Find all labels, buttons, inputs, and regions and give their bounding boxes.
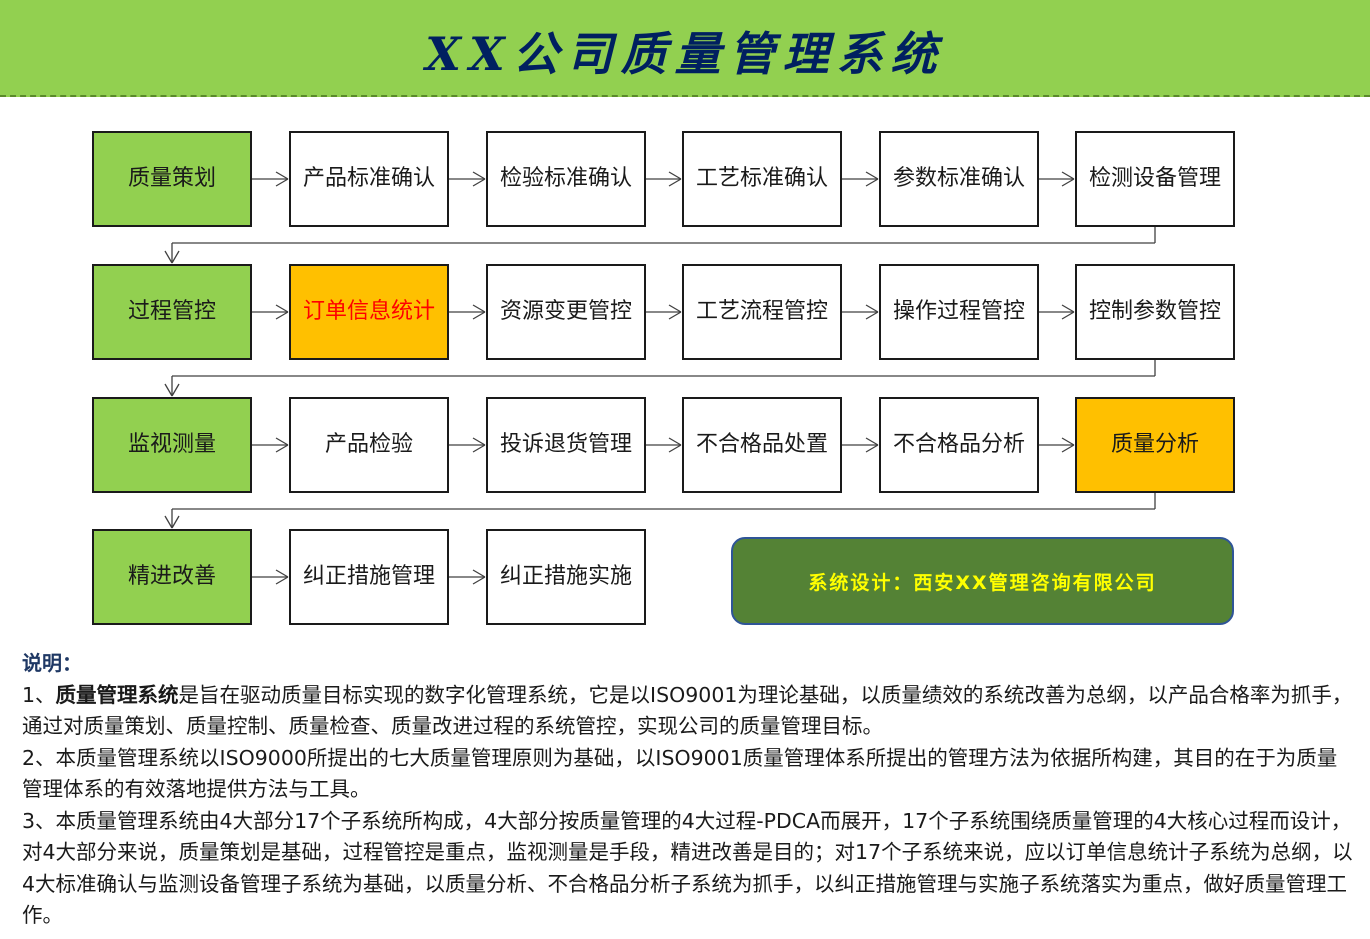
flow-arrow-head bbox=[668, 437, 682, 446]
header-bar: XX公司质量管理系统 bbox=[0, 0, 1370, 97]
flow-arrow-head bbox=[668, 304, 682, 313]
category-box: 质量策划 bbox=[92, 131, 252, 227]
note-3: 3、本质量管理系统由4大部分17个子系统所构成，4大部分按质量管理的4大过程-P… bbox=[22, 808, 1353, 928]
subsystem-box: 参数标准确认 bbox=[879, 131, 1039, 227]
subsystem-box: 操作过程管控 bbox=[879, 264, 1039, 360]
flow-arrow-head bbox=[275, 304, 289, 313]
subsystem-box: 检验标准确认 bbox=[486, 131, 646, 227]
flow-arrow-head bbox=[472, 171, 486, 180]
flow-arrow-head bbox=[275, 569, 289, 578]
subsystem-box: 不合格品分析 bbox=[879, 397, 1039, 493]
flow-arrow-head bbox=[275, 576, 289, 585]
note-1-prefix: 1、 bbox=[22, 682, 56, 707]
flow-arrow-head bbox=[865, 444, 879, 453]
row-connector-arrow-head bbox=[171, 383, 180, 397]
subsystem-box: 产品检验 bbox=[289, 397, 449, 493]
flow-arrow-head bbox=[1061, 171, 1075, 180]
category-box: 监视测量 bbox=[92, 397, 252, 493]
flow-arrow-head bbox=[472, 304, 486, 313]
subsystem-box: 纠正措施实施 bbox=[486, 529, 646, 625]
row-connector-arrow-head bbox=[164, 250, 173, 264]
flow-arrow-head bbox=[472, 437, 486, 446]
connector-layer bbox=[164, 171, 1156, 585]
row-connector-arrow-head bbox=[164, 383, 173, 397]
flow-arrow-head bbox=[1061, 304, 1075, 313]
page-title: XX公司质量管理系统 bbox=[425, 27, 945, 81]
note-1-bold: 质量管理系统 bbox=[55, 682, 179, 707]
subsystem-box: 资源变更管控 bbox=[486, 264, 646, 360]
flow-arrow-head bbox=[275, 311, 289, 320]
subsystem-box: 产品标准确认 bbox=[289, 131, 449, 227]
category-box: 过程管控 bbox=[92, 264, 252, 360]
flow-arrow-head bbox=[668, 171, 682, 180]
flow-arrow-head bbox=[668, 444, 682, 453]
subsystem-box: 工艺标准确认 bbox=[682, 131, 842, 227]
subsystem-box: 订单信息统计 bbox=[289, 264, 449, 360]
subsystem-box: 控制参数管控 bbox=[1075, 264, 1235, 360]
flow-arrow-head bbox=[275, 178, 289, 187]
flow-arrow-head bbox=[472, 311, 486, 320]
note-1: 1、质量管理系统是旨在驱动质量目标实现的数字化管理系统，它是以ISO9001为理… bbox=[22, 680, 1357, 743]
designer-banner: 系统设计：西安XX管理咨询有限公司 bbox=[731, 537, 1234, 625]
flow-arrow-head bbox=[275, 171, 289, 180]
flow-arrow-head bbox=[668, 178, 682, 187]
notes-section: 说明： 1、质量管理系统是旨在驱动质量目标实现的数字化管理系统，它是以ISO90… bbox=[22, 648, 1357, 932]
notes-title: 说明： bbox=[22, 651, 82, 675]
flow-arrow-head bbox=[668, 311, 682, 320]
flow-arrow-head bbox=[1061, 444, 1075, 453]
subsystem-box: 工艺流程管控 bbox=[682, 264, 842, 360]
note-1-rest: 是旨在驱动质量目标实现的数字化管理系统，它是以ISO9001为理论基础，以质量绩… bbox=[22, 682, 1353, 739]
flow-arrow-head bbox=[865, 311, 879, 320]
flow-arrow-head bbox=[472, 178, 486, 187]
row-connector-arrow-head bbox=[171, 515, 180, 529]
flow-arrow-head bbox=[865, 304, 879, 313]
flow-arrow-head bbox=[1061, 178, 1075, 187]
subsystem-box: 纠正措施管理 bbox=[289, 529, 449, 625]
category-box: 精进改善 bbox=[92, 529, 252, 625]
flow-arrow-head bbox=[275, 437, 289, 446]
flow-arrow-head bbox=[865, 437, 879, 446]
row-connector-arrow-head bbox=[164, 515, 173, 529]
flow-arrow-head bbox=[865, 178, 879, 187]
flow-arrow-head bbox=[472, 444, 486, 453]
flow-arrow-head bbox=[865, 171, 879, 180]
row-connector-arrow-head bbox=[171, 250, 180, 264]
subsystem-box: 检测设备管理 bbox=[1075, 131, 1235, 227]
flow-arrow-head bbox=[472, 576, 486, 585]
flow-arrow-head bbox=[1061, 311, 1075, 320]
subsystem-box: 不合格品处置 bbox=[682, 397, 842, 493]
note-2: 2、本质量管理系统以ISO9000所提出的七大质量管理原则为基础，以ISO900… bbox=[22, 745, 1338, 802]
subsystem-box: 投诉退货管理 bbox=[486, 397, 646, 493]
flow-arrow-head bbox=[472, 569, 486, 578]
flow-arrow-head bbox=[1061, 437, 1075, 446]
subsystem-box: 质量分析 bbox=[1075, 397, 1235, 493]
flow-arrow-head bbox=[275, 444, 289, 453]
